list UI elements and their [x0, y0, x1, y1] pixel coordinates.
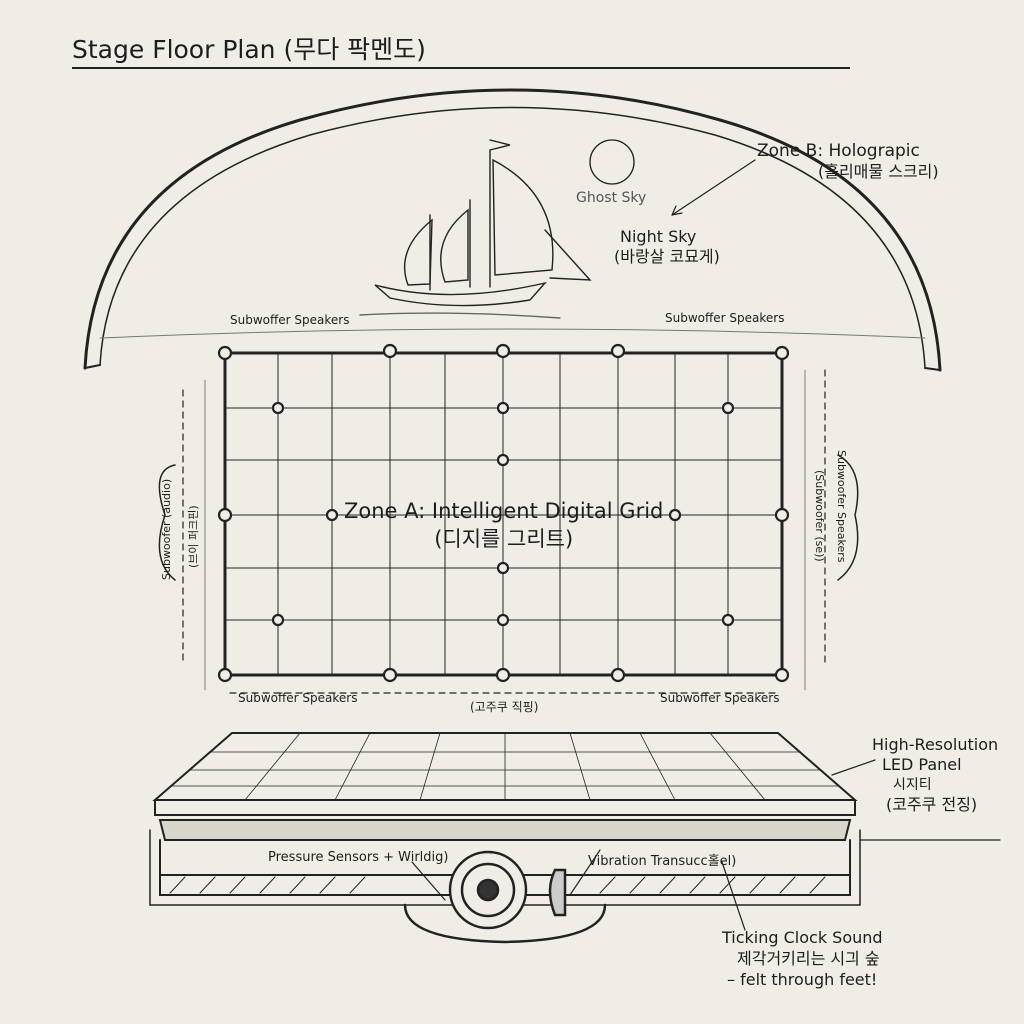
pressure-sensors-label: Pressure Sensors + Wirldig)	[268, 850, 449, 865]
zone-b-label: Zone B: Holograpic	[757, 141, 920, 161]
subwoofer-label-bottom-right: Subwoffer Speakers	[660, 691, 780, 705]
night-sky-label-ko: (바랑살 코묘게)	[614, 247, 720, 266]
zone-a-title-ko: (디지를 그리트)	[434, 527, 574, 551]
led-panel-line2: LED Panel	[882, 755, 962, 774]
moon	[589, 139, 635, 185]
subwoofer-label-left-side-ko: (브이 퍼크핀)	[187, 505, 200, 568]
title-underline	[72, 67, 850, 69]
night-sky-label: Night Sky	[620, 227, 697, 246]
subwoofer-label-bottom-left: Subwoffer Speakers	[238, 691, 358, 705]
vibration-transducer-label: Vibration Transucc홀el)	[588, 854, 737, 869]
zone-a-label: Zone A: Intelligent Digital Grid (디지를 그리…	[344, 497, 663, 553]
led-panel-line3: 시지티	[893, 777, 932, 793]
subwoofer-label-right-side: Subwoofer Speakers	[835, 450, 848, 563]
bottom-dimension-label: (고주쿠 직핑)	[470, 700, 539, 714]
clock-speaker	[403, 850, 607, 944]
ticking-line2: 제각거키리는 시긔 숲	[737, 949, 880, 968]
zone-b-label-ko: (홀리매물 스크리)	[818, 162, 939, 181]
led-panel	[152, 732, 858, 816]
subwoofer-label-left-side: Subwoofer (audio)	[160, 478, 173, 580]
ticking-line1: Ticking Clock Sound	[722, 928, 883, 947]
ghost-sky-label: Ghost Sky	[576, 190, 647, 206]
led-panel-line4: (코주쿠 전징)	[886, 795, 978, 814]
ship-sketch	[359, 139, 592, 319]
page-title: Stage Floor Plan (무다 팍멘도)	[72, 35, 426, 64]
led-panel-line1: High-Resolution	[872, 735, 999, 754]
subwoofer-label-right-side-inner: (Subwoofer (se))	[813, 470, 826, 562]
speaker-nodes	[217, 343, 790, 683]
ticking-line3: – felt through feet!	[727, 970, 878, 989]
subwoofer-label-top-right: Subwoffer Speakers	[665, 311, 785, 325]
hologram-dome	[83, 88, 942, 372]
zone-a-title: Zone A: Intelligent Digital Grid	[344, 499, 664, 523]
subwoofer-label-top-left: Subwoffer Speakers	[230, 313, 350, 327]
